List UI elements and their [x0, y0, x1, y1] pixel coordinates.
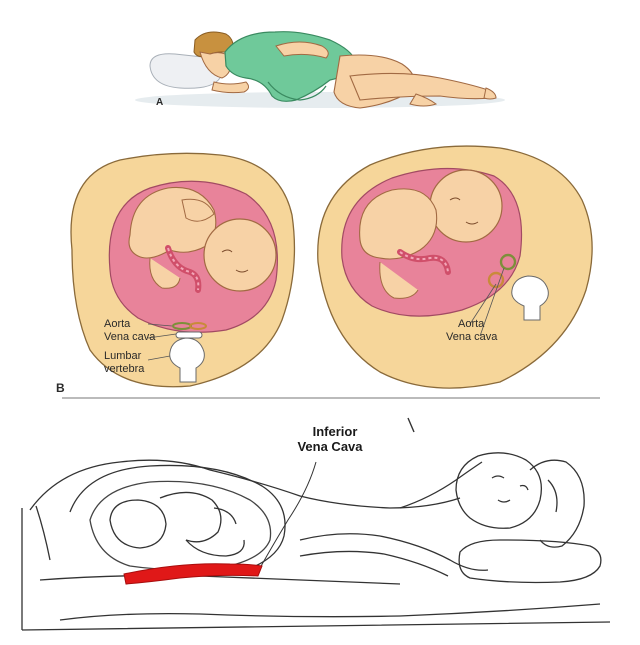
- label-aorta-left: Aorta: [104, 318, 131, 330]
- label-b: B: [56, 381, 65, 395]
- panel-b-cross-sections: [62, 145, 600, 399]
- label-inferior: Inferior: [312, 424, 358, 439]
- label-vena-cava-left: Vena cava: [104, 331, 156, 343]
- label-vena-cava-bottom: Vena Cava: [297, 439, 363, 454]
- inferior-vena-cava-vessel: [123, 563, 263, 585]
- label-a: A: [156, 97, 164, 108]
- cross-section-supine: [70, 152, 296, 388]
- cross-section-left-lateral: [317, 145, 593, 389]
- label-vena-cava-right: Vena cava: [446, 331, 498, 343]
- label-lumbar: Lumbar: [104, 350, 142, 362]
- panel-a-woman-left-lateral: [135, 31, 505, 109]
- panel-c-supine-line-drawing: [21, 417, 611, 631]
- label-aorta-right: Aorta: [458, 318, 485, 330]
- label-vertebra: vertebra: [104, 363, 145, 375]
